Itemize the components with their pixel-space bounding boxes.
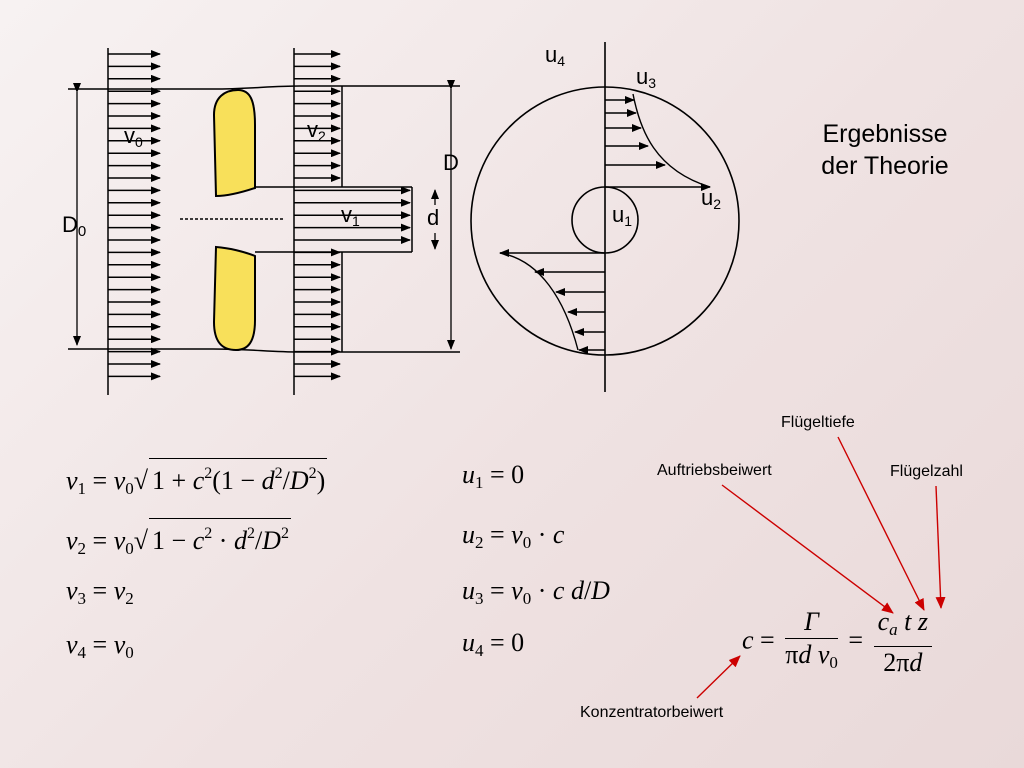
equation-v4: v4 = v0: [66, 630, 134, 662]
equation-u1: u1 = 0: [462, 460, 525, 492]
annotation-fluegelzahl: Flügelzahl: [890, 463, 963, 480]
equation-u3: u3 = v0 · c d/D: [462, 576, 610, 608]
equation-u2: u2 = v0 · c: [462, 520, 565, 552]
upstream-velocity-profile: [107, 48, 161, 395]
label-u3: u3: [636, 64, 656, 91]
annotation-konzentratorbeiwert: Konzentratorbeiwert: [580, 704, 724, 721]
annotation-arrows: [696, 436, 946, 699]
sqrt-sign: √: [133, 466, 149, 495]
sqrt-sign: √: [133, 526, 149, 555]
label-v0: v0: [124, 123, 143, 150]
rotor-blade-upper: [212, 88, 256, 198]
label-u2: u2: [701, 185, 721, 212]
equation-u4: u4 = 0: [462, 628, 525, 660]
label-d: d: [427, 205, 439, 230]
swirl-velocity-profile: [499, 93, 711, 354]
label-v2: v2: [307, 117, 326, 144]
stream-tube-boundaries: [68, 85, 460, 353]
label-v1: v1: [341, 202, 360, 229]
slide-title: Ergebnisse der Theorie: [821, 120, 949, 180]
dimension-arrows: [73, 80, 455, 350]
downstream-velocity-profile: [293, 48, 411, 395]
rotor-blade-lower: [212, 245, 256, 352]
swirl-curve-lower: [499, 252, 579, 351]
label-D: D: [443, 150, 459, 175]
label-u4: u4: [545, 42, 565, 69]
label-u1: u1: [612, 202, 632, 229]
equation-v1: v1 = v0√1 + c2(1 − d2/D2): [66, 458, 328, 504]
label-D0: D0: [62, 212, 86, 240]
annotation-fluegeltiefe: Flügeltiefe: [781, 414, 855, 431]
equation-v2: v2 = v0√1 − c2 · d2/D2: [66, 518, 291, 564]
swirl-curve-upper: [632, 93, 711, 188]
annotation-auftriebsbeiwert: Auftriebsbeiwert: [657, 462, 772, 479]
equation-v3: v3 = v2: [66, 576, 134, 608]
